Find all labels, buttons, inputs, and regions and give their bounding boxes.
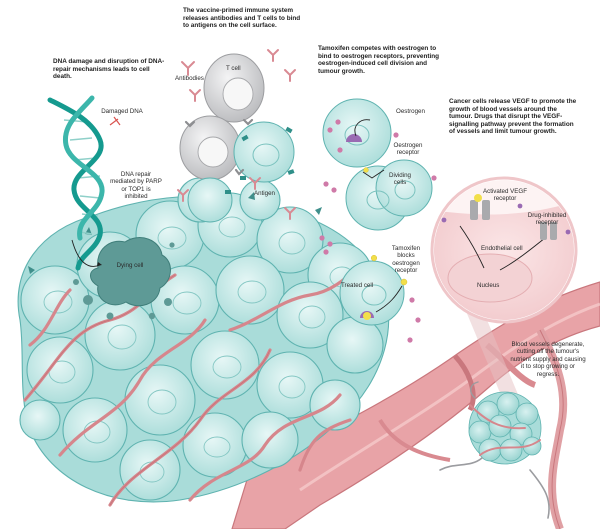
dying-cell [73,237,175,320]
label-endothelial-cell: Endothelial cell [481,245,523,252]
oestrogen-cells [322,98,433,326]
label-t-cell: T cell [226,65,241,72]
main-blood-vessel [231,281,600,529]
heading-dna-damage: DNA damage and disruption of DNA-repair … [53,58,165,81]
label-drug-inhibited: Drug-inhibited receptor [527,212,567,227]
label-antigen: Antigen [254,190,275,197]
label-vessels-degenerate: Blood vessels degenerate, cutting off th… [510,341,586,378]
grey-receptor-icon [184,118,254,176]
label-treated-cell: Treated cell [341,282,374,289]
regressed-tumour [468,391,542,465]
label-oestrogen: Oestrogen [396,108,425,115]
antigen-cells [187,121,295,223]
label-dying-cell: Dying cell [116,262,144,269]
label-oestrogen-receptor: Oestrogen receptor [393,142,423,157]
antibody-icon [177,49,296,220]
magnifier-icon [430,176,578,424]
label-antibodies: Antibodies [175,75,204,82]
t-cell-icon [179,53,265,181]
label-damaged-dna: Damaged DNA [101,108,143,115]
heading-vaccine: The vaccine-primed immune system release… [183,7,301,30]
dna-helix-icon [47,95,121,271]
oestrogen-receptor-icon [346,134,374,320]
tamoxifen-molecule-icon [363,167,408,286]
heading-tamoxifen: Tamoxifen competes with oestrogen to bin… [318,45,440,75]
label-dividing-cells: Dividing cells [388,172,411,187]
antigen-icon [225,126,295,194]
label-tamoxifen-blocks: Tamoxifen blocks oestrogen receptor [391,245,421,275]
degenerating-vessels [439,381,550,519]
heading-vegf: Cancer cells release VEGF to promote the… [449,98,577,136]
vegf-receptor-icon [470,194,557,240]
label-nucleus: Nucleus [477,282,500,289]
label-dna-repair: DNA repair mediated by PARP or TOP1 is i… [110,171,162,201]
label-activated-vegf: Activated VEGF receptor [482,188,528,203]
